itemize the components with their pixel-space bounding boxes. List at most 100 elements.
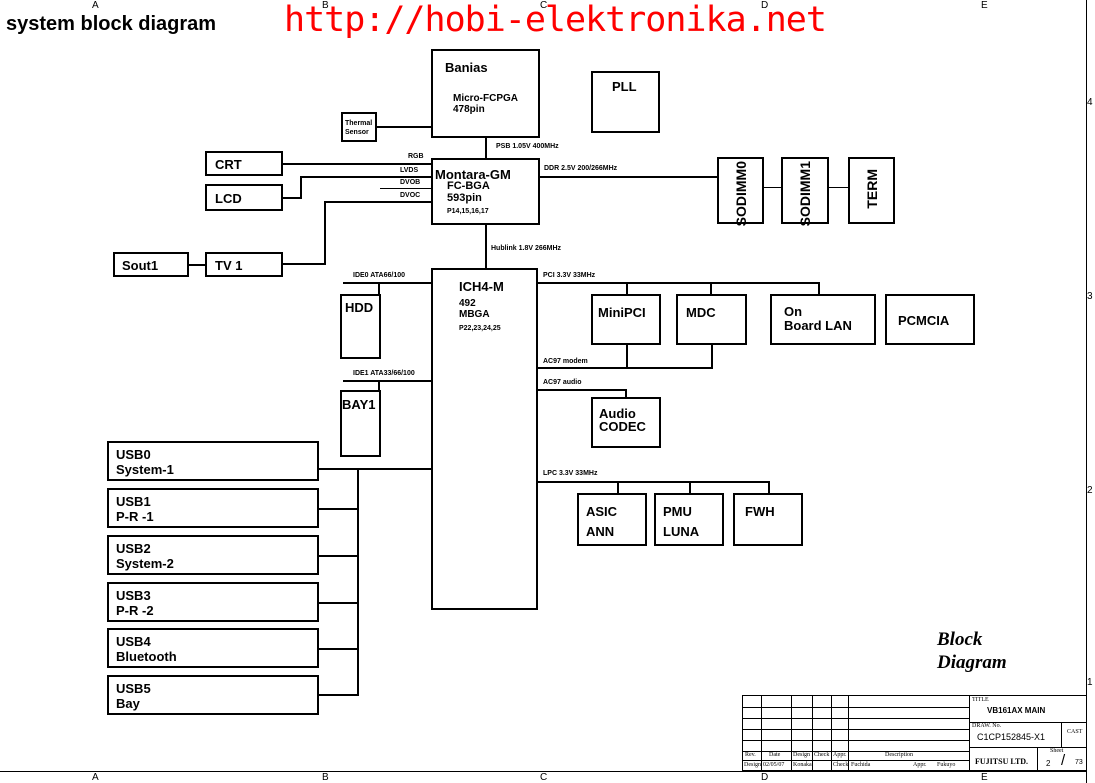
ich-pins: 492 bbox=[459, 298, 476, 309]
tb-title-label: TITLE bbox=[972, 697, 989, 703]
zone-bottom-d: D bbox=[761, 772, 769, 783]
wire-thermal-cpu bbox=[375, 126, 432, 128]
audio-codec-block: Audio CODEC bbox=[591, 397, 661, 448]
zone-bottom-b: B bbox=[322, 772, 329, 783]
sodimm0-label: SODIMM0 bbox=[733, 161, 749, 227]
wire-dvoc bbox=[324, 201, 432, 203]
caption-line1: Block bbox=[937, 629, 983, 650]
wire-usb3 bbox=[318, 602, 359, 604]
tb-checker: Fuchida bbox=[851, 762, 871, 768]
audio-line2: CODEC bbox=[599, 419, 646, 434]
term-block: TERM bbox=[848, 157, 895, 224]
pcmcia-label: PCMCIA bbox=[898, 313, 950, 328]
tb-date: 02/05/07 bbox=[763, 762, 785, 768]
gmch-pages: P14,15,16,17 bbox=[447, 208, 489, 215]
lan-line1: On bbox=[784, 304, 803, 319]
pmu-luna-block: PMU LUNA bbox=[654, 493, 724, 546]
thermal-line2: Sensor bbox=[345, 129, 369, 136]
usb4-line1: USB4 bbox=[116, 634, 151, 649]
tb-cast: CAST bbox=[1067, 729, 1083, 735]
bus-label-ac97-modem: AC97 modem bbox=[543, 358, 588, 365]
lcd-label: LCD bbox=[215, 191, 242, 206]
wire-usb5 bbox=[318, 694, 359, 696]
mdc-block: MDC bbox=[676, 294, 747, 345]
crt-block: CRT bbox=[205, 151, 283, 176]
gmch-name: Montara-GM bbox=[435, 167, 511, 182]
sodimm0-block: SODIMM0 bbox=[717, 157, 764, 227]
tb-sheet: 2 bbox=[1046, 759, 1051, 768]
usb4-block: USB4 Bluetooth bbox=[107, 628, 319, 668]
tb-approver: Fukuyo bbox=[937, 762, 956, 768]
zone-bottom-a: A bbox=[92, 772, 99, 783]
bus-label-ide1: IDE1 ATA33/66/100 bbox=[353, 370, 415, 377]
wire-psb bbox=[485, 137, 487, 160]
ich-package: MBGA bbox=[459, 309, 490, 320]
tb-draw-label: DRAW. No. bbox=[972, 723, 1002, 729]
frame-right-edge bbox=[1086, 0, 1087, 783]
page-title: system block diagram bbox=[6, 13, 217, 35]
bus-label-rgb: RGB bbox=[408, 153, 424, 160]
wire-usb4 bbox=[318, 648, 359, 650]
wire-lpc-asic bbox=[617, 481, 619, 495]
tb-appr-label: Appr. bbox=[913, 762, 927, 768]
tb-designer: Konaka bbox=[793, 762, 812, 768]
watermark-url: http://hobi-elektronika.net bbox=[284, 0, 827, 40]
wire-lvds-v bbox=[300, 176, 302, 199]
tb-check-label: Check bbox=[833, 762, 849, 768]
bay1-label: BAY1 bbox=[342, 397, 376, 412]
hdd-label: HDD bbox=[345, 300, 374, 315]
bus-label-hublink: Hublink 1.8V 266MHz bbox=[491, 245, 562, 252]
tb-company: FUJITSU LTD. bbox=[975, 757, 1029, 766]
bus-label-lpc: LPC 3.3V 33MHz bbox=[543, 470, 598, 477]
bus-label-dvoc: DVOC bbox=[400, 192, 421, 199]
zone-top-d: D bbox=[761, 0, 769, 11]
cpu-banias-block: Banias Micro-FCPGA 478pin bbox=[431, 49, 540, 138]
sout1-label: Sout1 bbox=[122, 258, 159, 273]
wire-ide0 bbox=[343, 282, 433, 284]
term-label: TERM bbox=[864, 169, 880, 209]
caption-line2: Diagram bbox=[937, 652, 1007, 673]
zone-right-1: 1 bbox=[1087, 677, 1093, 688]
wire-usb-trunk bbox=[357, 468, 359, 696]
wire-modem-mdc bbox=[711, 343, 713, 369]
pll-label: PLL bbox=[612, 79, 637, 94]
wire-ac97-audio bbox=[537, 389, 627, 391]
bay1-block: BAY1 bbox=[340, 390, 381, 457]
usb0-block: USB0 System-1 bbox=[107, 441, 319, 481]
asic-ann-block: ASIC ANN bbox=[577, 493, 647, 546]
lcd-block: LCD bbox=[205, 184, 283, 211]
cpu-pins: 478pin bbox=[453, 104, 485, 115]
wire-pci-lan bbox=[818, 282, 820, 296]
usb3-line2: P-R -2 bbox=[116, 603, 154, 618]
usb1-block: USB1 P-R -1 bbox=[107, 488, 319, 528]
cpu-name: Banias bbox=[445, 60, 488, 75]
onboard-lan-block: On Board LAN bbox=[770, 294, 876, 345]
minipci-label: MiniPCI bbox=[598, 305, 646, 320]
wire-lvds bbox=[300, 176, 432, 178]
sodimm1-label: SODIMM1 bbox=[797, 161, 813, 227]
usb2-line1: USB2 bbox=[116, 541, 151, 556]
wire-modem-minipci bbox=[626, 343, 628, 369]
tb-hdr-appr: Appr. bbox=[833, 752, 847, 758]
gmch-pins: 593pin bbox=[447, 192, 482, 204]
tb-sheet-slash: / bbox=[1061, 752, 1066, 769]
zone-top-a: A bbox=[92, 0, 99, 11]
title-block: Rev. Date Design Check Appr. Description… bbox=[742, 695, 1087, 772]
wire-tv bbox=[282, 263, 326, 265]
tb-draw-no: C1CP152845-X1 bbox=[977, 732, 1046, 742]
bus-label-lvds: LVDS bbox=[400, 167, 419, 174]
pll-block: PLL bbox=[591, 71, 660, 133]
audio-line1: Audio bbox=[599, 406, 636, 421]
ich-pages: P22,23,24,25 bbox=[459, 325, 501, 332]
wire-pci-minipci bbox=[626, 282, 628, 296]
wire-ide0-v bbox=[378, 282, 380, 296]
wire-dvob bbox=[380, 188, 432, 189]
tv1-label: TV 1 bbox=[215, 258, 243, 273]
zone-top-b: B bbox=[322, 0, 329, 11]
usb0-line1: USB0 bbox=[116, 447, 151, 462]
tb-title: VB161AX MAIN bbox=[987, 706, 1046, 715]
zone-bottom-c: C bbox=[540, 772, 548, 783]
tb-hdr-date: Date bbox=[769, 752, 781, 758]
usb2-block: USB2 System-2 bbox=[107, 535, 319, 575]
asic-line1: ASIC bbox=[586, 504, 618, 519]
